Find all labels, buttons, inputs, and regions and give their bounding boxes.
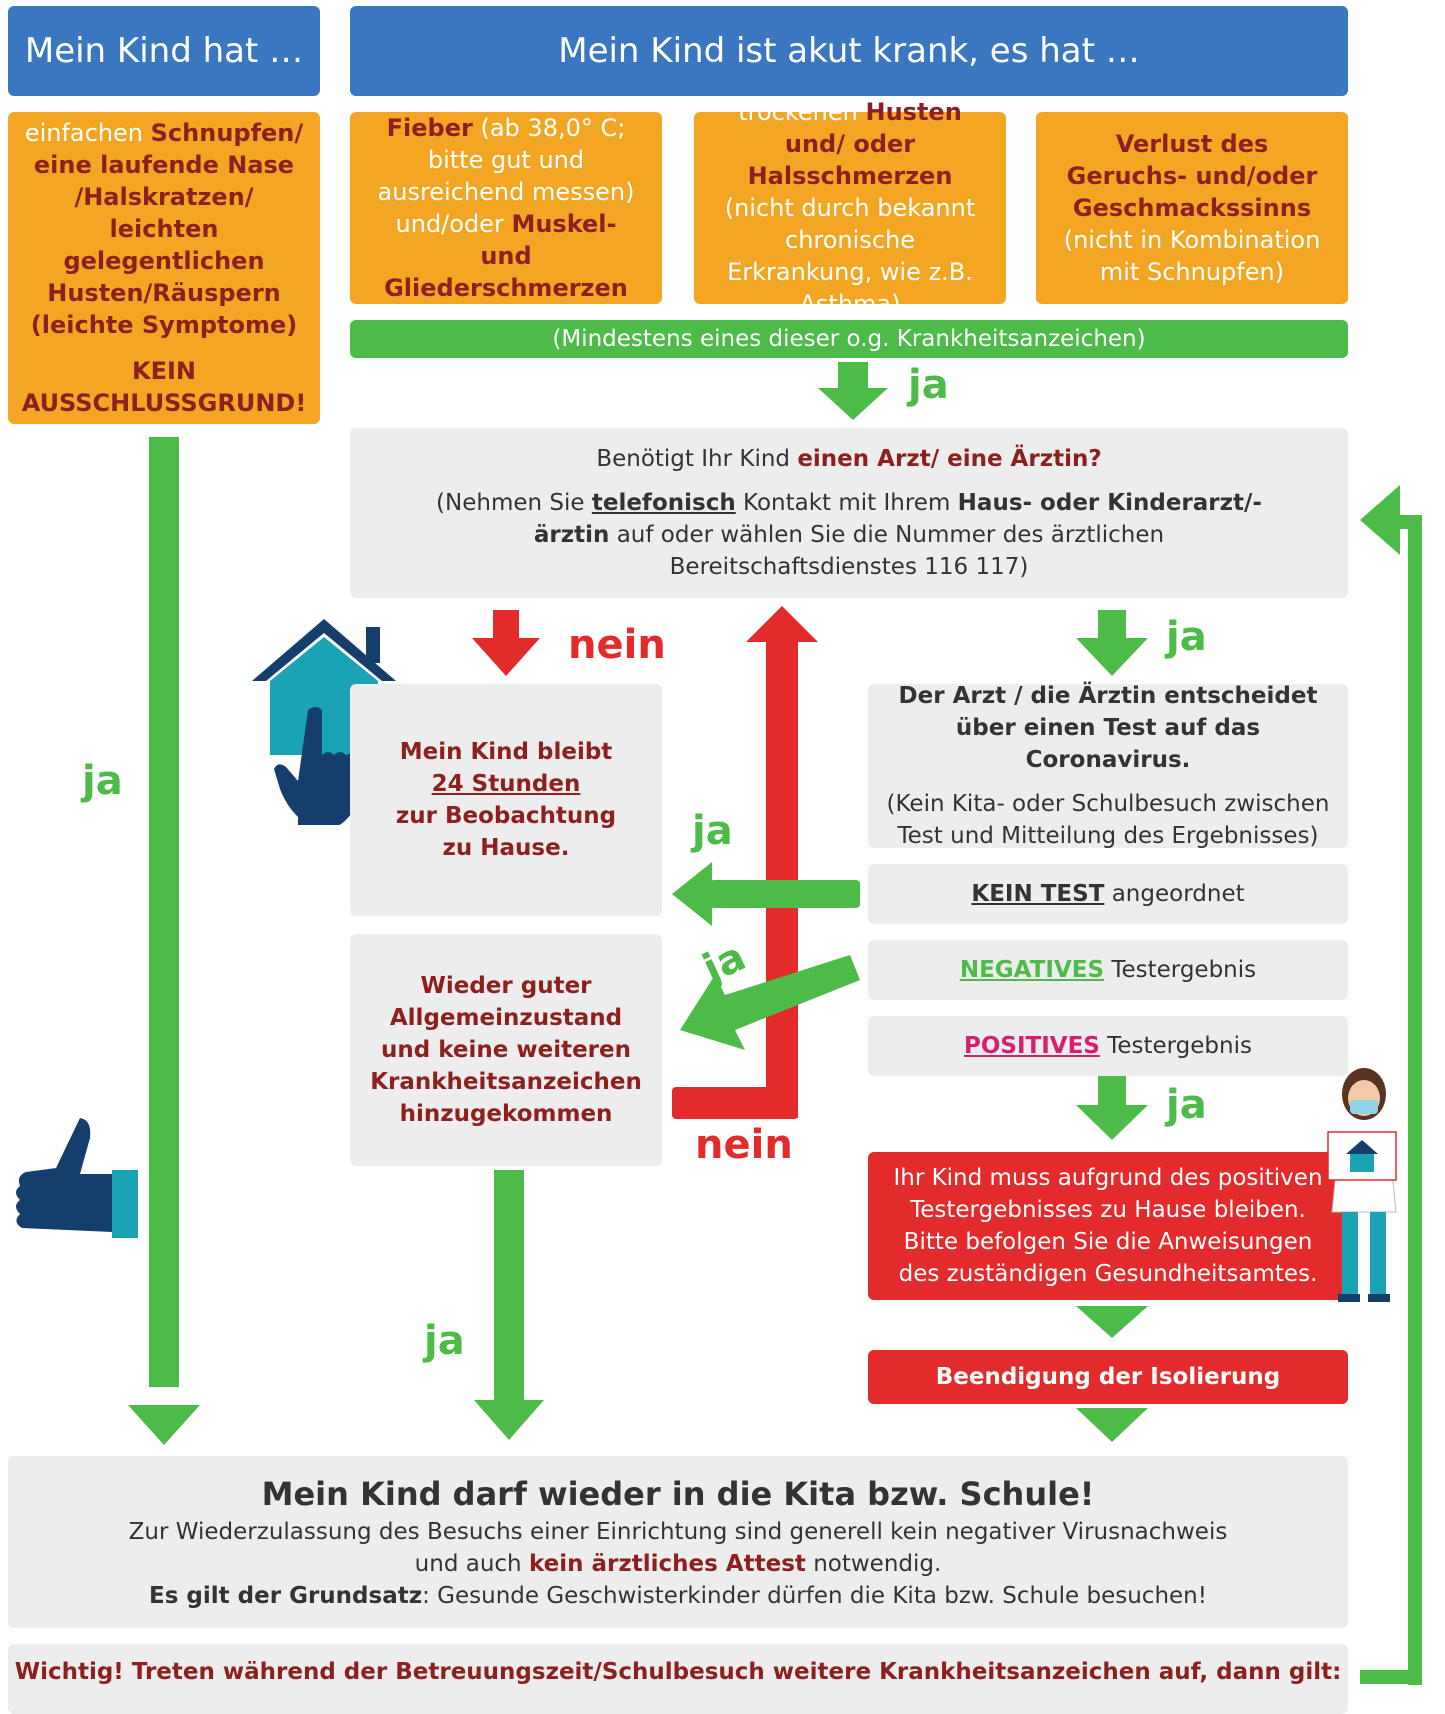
positive-instructions-box: Ihr Kind muss aufgrund des positiven Tes… <box>868 1152 1348 1300</box>
ja-label-left: ja <box>82 758 123 804</box>
positive-result-box: POSITIVES Testergebnis <box>868 1016 1348 1076</box>
ja-label-positive: ja <box>1166 1082 1207 1128</box>
final-attest: kein ärztliches Attest <box>528 1551 806 1577</box>
nein-label-1: nein <box>568 622 666 668</box>
mild-symptoms: Schnupfen/ eine laufende Nase /Halskratz… <box>30 119 304 339</box>
dq-l2a: (Nehmen Sie <box>436 490 592 516</box>
footer-box: Wichtig! Treten während der Betreuungsze… <box>8 1644 1348 1714</box>
test-decision-box: Der Arzt / die Ärztin entscheidet über e… <box>868 683 1348 849</box>
doctor-question-box: Benötigt Ihr Kind einen Arzt/ eine Ärzti… <box>350 428 1348 598</box>
mild-pre: einfachen <box>24 119 151 147</box>
final-l2a: und auch <box>414 1551 529 1577</box>
cough-pre: trockenen <box>738 98 866 126</box>
final-l2c: notwendig. <box>805 1551 942 1577</box>
ja-label-top: ja <box>908 362 949 408</box>
ja-label-doctor: ja <box>1166 614 1207 660</box>
no-exclusion-note: KEIN AUSSCHLUSSGRUND! <box>21 357 307 417</box>
positive-key: POSITIVES <box>964 1033 1100 1059</box>
ja-label-no-test: ja <box>692 808 733 854</box>
positive-rest: Testergebnis <box>1099 1033 1252 1059</box>
cough-label: Husten und/ oder Halsschmerzen <box>747 98 962 190</box>
test-decision-title: Der Arzt / die Ärztin entscheidet über e… <box>898 683 1318 773</box>
negative-rest: Testergebnis <box>1104 957 1257 983</box>
smell-label: Verlust des Geruchs- und/oder Geschmacks… <box>1066 130 1318 222</box>
stay-home-l4: zu Hause. <box>442 835 570 861</box>
test-decision-note: (Kein Kita- oder Schulbesuch zwischen Te… <box>886 791 1330 849</box>
end-isolation-box: Beendigung der Isolierung <box>868 1350 1348 1404</box>
left-green-arrowhead <box>128 1405 200 1445</box>
end-isolation-text: Beendigung der Isolierung <box>935 1364 1281 1390</box>
header-right-text: Mein Kind ist akut krank, es hat … <box>558 31 1140 71</box>
header-left: Mein Kind hat … <box>8 6 320 96</box>
min-symptoms-bar: (Mindestens eines dieser o.g. Krankheits… <box>350 320 1348 358</box>
fever-label: Fieber <box>386 114 473 142</box>
ja-down-arrow-recovered <box>474 1400 544 1440</box>
stay-home-l3: zur Beobachtung <box>395 803 617 829</box>
symptom-fever-box: Fieber (ab 38,0° C; bitte gut und ausrei… <box>350 112 662 304</box>
min-symptoms-text: (Mindestens eines dieser o.g. Krankheits… <box>552 326 1146 352</box>
dq-l2b: Kontakt mit Ihrem <box>735 490 958 516</box>
final-box: Mein Kind darf wieder in die Kita bzw. S… <box>8 1456 1348 1628</box>
nein-down-arrow <box>472 638 540 676</box>
dq-telefonisch: telefonisch <box>591 490 736 516</box>
no-test-rest: angeordnet <box>1104 881 1245 907</box>
no-test-box: KEIN TEST angeordnet <box>868 864 1348 924</box>
fever-text: (ab 38,0° C; bitte gut und ausreichend m… <box>377 114 635 238</box>
ja-down-arrow-top <box>818 388 888 420</box>
dq-l2d: auf oder wählen Sie die Nummer des ärztl… <box>609 522 1165 580</box>
dq-arzt: Haus- oder Kinderarzt/-ärztin <box>533 490 1262 548</box>
dq-pre: Benötigt Ihr Kind <box>596 446 798 472</box>
header-left-text: Mein Kind hat … <box>24 31 304 71</box>
footer-text: Wichtig! Treten während der Betreuungsze… <box>14 1659 1342 1685</box>
thumbs-up-icon <box>16 1118 138 1238</box>
negative-key: NEGATIVES <box>959 957 1105 983</box>
header-right: Mein Kind ist akut krank, es hat … <box>350 6 1348 96</box>
ja-down-arrow-doctor <box>1076 638 1148 676</box>
cough-note: (nicht durch bekannt chronische Erkranku… <box>724 194 976 318</box>
triangle-to-final <box>1076 1408 1148 1442</box>
final-principle: Es gilt der Grundsatz <box>149 1583 423 1609</box>
no-test-key: KEIN TEST <box>971 881 1105 907</box>
positive-instructions-text: Ihr Kind muss aufgrund des positiven Tes… <box>893 1165 1323 1287</box>
negative-result-box: NEGATIVES Testergebnis <box>868 940 1348 1000</box>
nein-label-2: nein <box>695 1122 793 1168</box>
symptom-cough-box: trockenen Husten und/ oder Halsschmerzen… <box>694 98 1006 318</box>
final-title: Mein Kind darf wieder in die Kita bzw. S… <box>261 1475 1095 1513</box>
recovered-text: Wieder guter Allgemeinzustand und keine … <box>370 973 642 1127</box>
left-green-shaft <box>149 437 179 1387</box>
doctor-illustration-icon <box>1327 1068 1397 1302</box>
ja-label-recovered: ja <box>424 1318 465 1364</box>
ja-diagonal-arrow <box>680 955 860 1050</box>
muscle-pain-label: Muskel- und Gliederschmerzen <box>384 210 628 302</box>
smell-note: (nicht in Kombination mit Schnupfen) <box>1063 226 1321 286</box>
symptom-smell-box: Verlust des Geruchs- und/oder Geschmacks… <box>1036 112 1348 304</box>
triangle-to-end-isolation <box>1076 1306 1148 1338</box>
ja-down-arrow-positive <box>1076 1105 1148 1140</box>
nein-up-arrow <box>746 606 818 642</box>
stay-home-l1: Mein Kind bleibt <box>399 739 613 765</box>
stay-home-box: Mein Kind bleibt 24 Stunden zur Beobacht… <box>350 684 662 916</box>
final-l1: Zur Wiederzulassung des Besuchs einer Ei… <box>128 1519 1228 1545</box>
mild-symptoms-box: einfachen Schnupfen/ eine laufende Nase … <box>8 112 320 424</box>
stay-home-24h: 24 Stunden <box>431 771 581 797</box>
ja-left-arrow-no-test <box>672 862 712 926</box>
final-l3: : Gesunde Geschwisterkinder dürfen die K… <box>422 1583 1207 1609</box>
recovered-box: Wieder guter Allgemeinzustand und keine … <box>350 934 662 1166</box>
dq-bold: einen Arzt/ eine Ärztin? <box>797 446 1102 472</box>
loop-back-arrowhead <box>1360 485 1400 555</box>
